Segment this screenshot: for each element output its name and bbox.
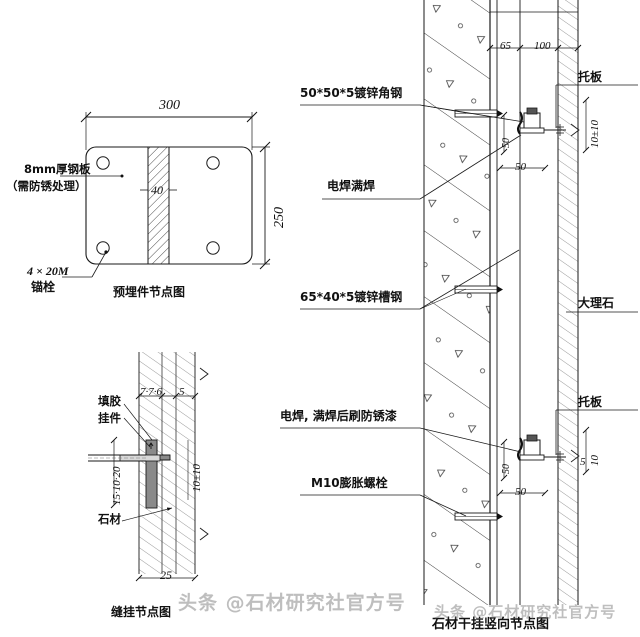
label-anchor-spec: 4 × 20M — [27, 264, 69, 278]
dim-top-horizontal-50: 50 — [515, 161, 526, 173]
title-vertical-section: 石材干挂竖向节点图 — [432, 617, 550, 632]
dim-seam-right-vertical: 10±10 — [191, 463, 203, 492]
bottom-bracket-assembly — [454, 409, 638, 521]
label-weld-antirust-paint: 电焊, 满焊后刷防锈漆 — [280, 409, 397, 423]
label-galvanized-angle-steel: 50*50*5镀锌角钢 — [300, 86, 403, 100]
dim-seam-left-vertical: 15·10·20 — [111, 466, 123, 506]
label-hanger: 挂件 — [98, 411, 121, 425]
dim-seam-top-right: 5 — [179, 386, 185, 398]
label-marble: 大理石 — [578, 296, 615, 310]
title-seam-detail: 缝挂节点图 — [111, 605, 172, 619]
dim-bottom-vertical-50: 50 — [501, 464, 512, 474]
dim-bottom-horizontal-50: 50 — [515, 486, 526, 498]
dim-plate-width: 300 — [159, 98, 180, 113]
label-full-weld: 电焊满焊 — [327, 179, 376, 193]
seam-hanging-drawing — [88, 352, 209, 582]
dim-seam-top: 7·7·6 — [140, 386, 162, 398]
label-bracket-bottom: 托板 — [578, 395, 603, 409]
label-steel-plate-thickness: 8mm厚钢板 — [24, 162, 91, 176]
dim-65: 65 — [500, 40, 511, 52]
dim-bottom-bracket-vertical: 10 — [589, 455, 601, 466]
label-bracket-top: 托板 — [578, 70, 603, 84]
embedded-plate-drawing — [60, 111, 271, 278]
label-steel-plate-note: （需防锈处理） — [6, 179, 87, 193]
dim-top-bracket-vertical: 10±10 — [589, 119, 601, 148]
dim-top-vertical-50: 50 — [501, 138, 512, 148]
dim-bottom-bracket-5: 5 — [580, 456, 586, 468]
label-glue-fill: 填胶 — [98, 394, 121, 408]
dim-plate-height: 250 — [272, 207, 287, 228]
label-stone: 石材 — [98, 512, 121, 526]
top-bracket-assembly — [454, 84, 638, 172]
dim-seam-bottom: 25 — [160, 568, 172, 582]
dim-100: 100 — [534, 40, 551, 52]
label-galvanized-channel-steel: 65*40*5镀锌槽钢 — [300, 290, 403, 304]
title-embedded-plate-detail: 预埋件节点图 — [113, 285, 186, 299]
mid-bolt-assembly — [454, 285, 503, 294]
label-anchor-name: 锚栓 — [31, 280, 56, 294]
label-expansion-bolt: M10膨胀螺栓 — [311, 476, 388, 490]
vertical-section-drawing — [280, 0, 638, 605]
dim-plate-rib: 40 — [151, 183, 163, 197]
